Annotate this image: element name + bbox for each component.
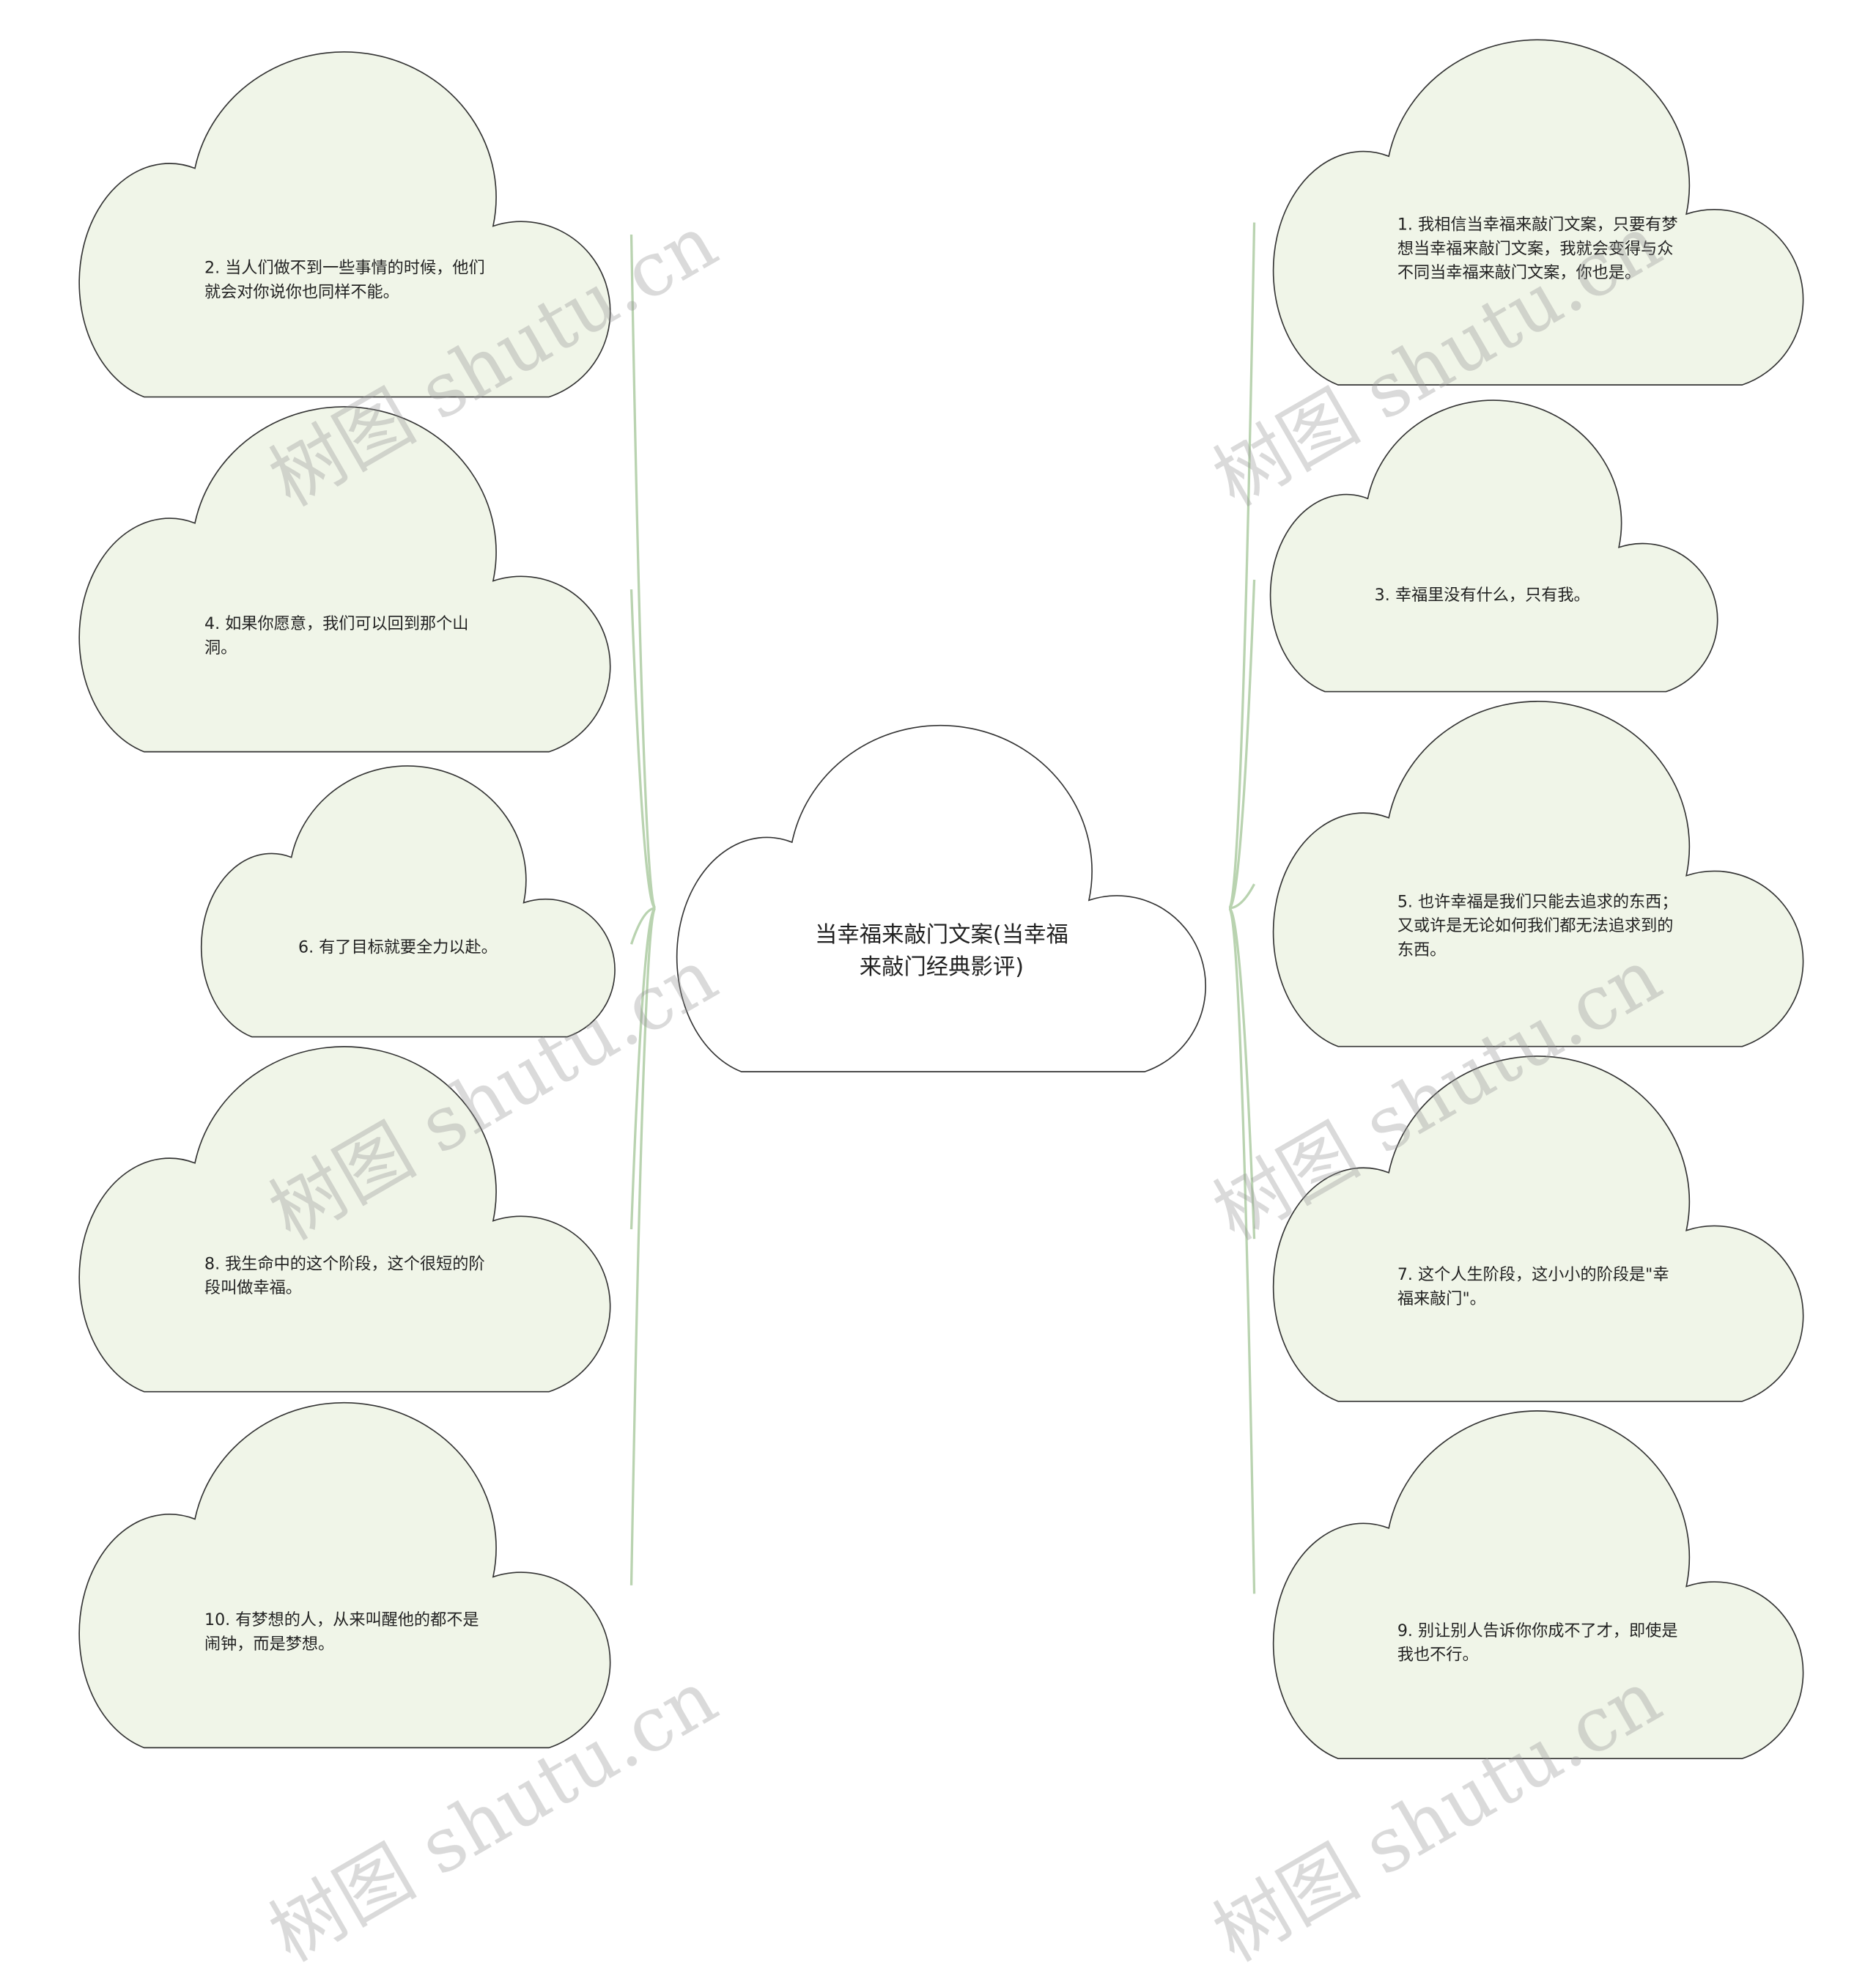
node-10-cloud[interactable] (78, 1401, 611, 1749)
node-8-cloud[interactable] (78, 1046, 611, 1393)
node-4-connector (629, 589, 657, 910)
connectors (629, 222, 1256, 1594)
node-10-connector (629, 907, 657, 1585)
node-7-connector (1228, 907, 1256, 1239)
node-10-label[interactable]: 10. 有梦想的人，从来叫醒他的都不是闹钟，而是梦想。 (204, 1610, 479, 1654)
node-5-connector (1228, 883, 1256, 910)
node-8-connector (629, 907, 657, 1230)
node-6-connector (629, 907, 656, 945)
node-3-cloud[interactable] (1269, 399, 1718, 693)
node-1-connector (1227, 222, 1256, 910)
clouds (78, 39, 1804, 1759)
node-9-cloud[interactable] (1272, 1410, 1804, 1759)
root-label-line2: 来敲门经典影评) (859, 954, 1024, 981)
node-2-cloud[interactable] (78, 51, 611, 398)
node-4-label[interactable]: 4. 如果你愿意，我们可以回到那个山洞。 (204, 614, 469, 658)
node-3-connector (1228, 579, 1256, 910)
node-1-cloud[interactable] (1272, 39, 1804, 386)
node-4-cloud[interactable] (78, 406, 611, 753)
node-2-connector (629, 234, 657, 910)
node-3-label[interactable]: 3. 幸福里没有什么，只有我。 (1374, 586, 1590, 605)
node-5-cloud[interactable] (1272, 701, 1804, 1047)
node-6-label[interactable]: 6. 有了目标就要全力以赴。 (298, 937, 498, 958)
node-7-cloud[interactable] (1272, 1056, 1804, 1402)
mindmap-canvas: 当幸福来敲门文案(当幸福 来敲门经典影评) 1. 我相信当幸福来敲门文案，只要有… (78, 39, 1804, 1978)
node-7-label[interactable]: 7. 这个人生阶段，这小小的阶段是"幸福来敲门"。 (1397, 1265, 1669, 1309)
node-1-label[interactable]: 1. 我相信当幸福来敲门文案，只要有梦想当幸福来敲门文案，我就会变得与众不同当幸… (1397, 215, 1678, 283)
node-8-label[interactable]: 8. 我生命中的这个阶段，这个很短的阶段叫做幸福。 (204, 1254, 485, 1298)
root-label-line1: 当幸福来敲门文案(当幸福 (815, 922, 1068, 948)
node-2-label[interactable]: 2. 当人们做不到一些事情的时候，他们就会对你说你也同样不能。 (204, 258, 485, 302)
root-node-cloud[interactable] (676, 724, 1206, 1072)
node-5-label[interactable]: 5. 也许幸福是我们只能去追求的东西；又或许是无论如何我们都无法追求到的东西。 (1397, 892, 1678, 960)
node-9-label[interactable]: 9. 别让别人告诉你你成不了才，即使是我也不行。 (1397, 1621, 1678, 1665)
node-9-connector (1227, 907, 1256, 1594)
mindmap-shapes (78, 39, 1804, 1759)
node-6-cloud[interactable] (200, 765, 616, 1038)
root-node-label[interactable]: 当幸福来敲门文案(当幸福 来敲门经典影评) (786, 919, 1098, 984)
